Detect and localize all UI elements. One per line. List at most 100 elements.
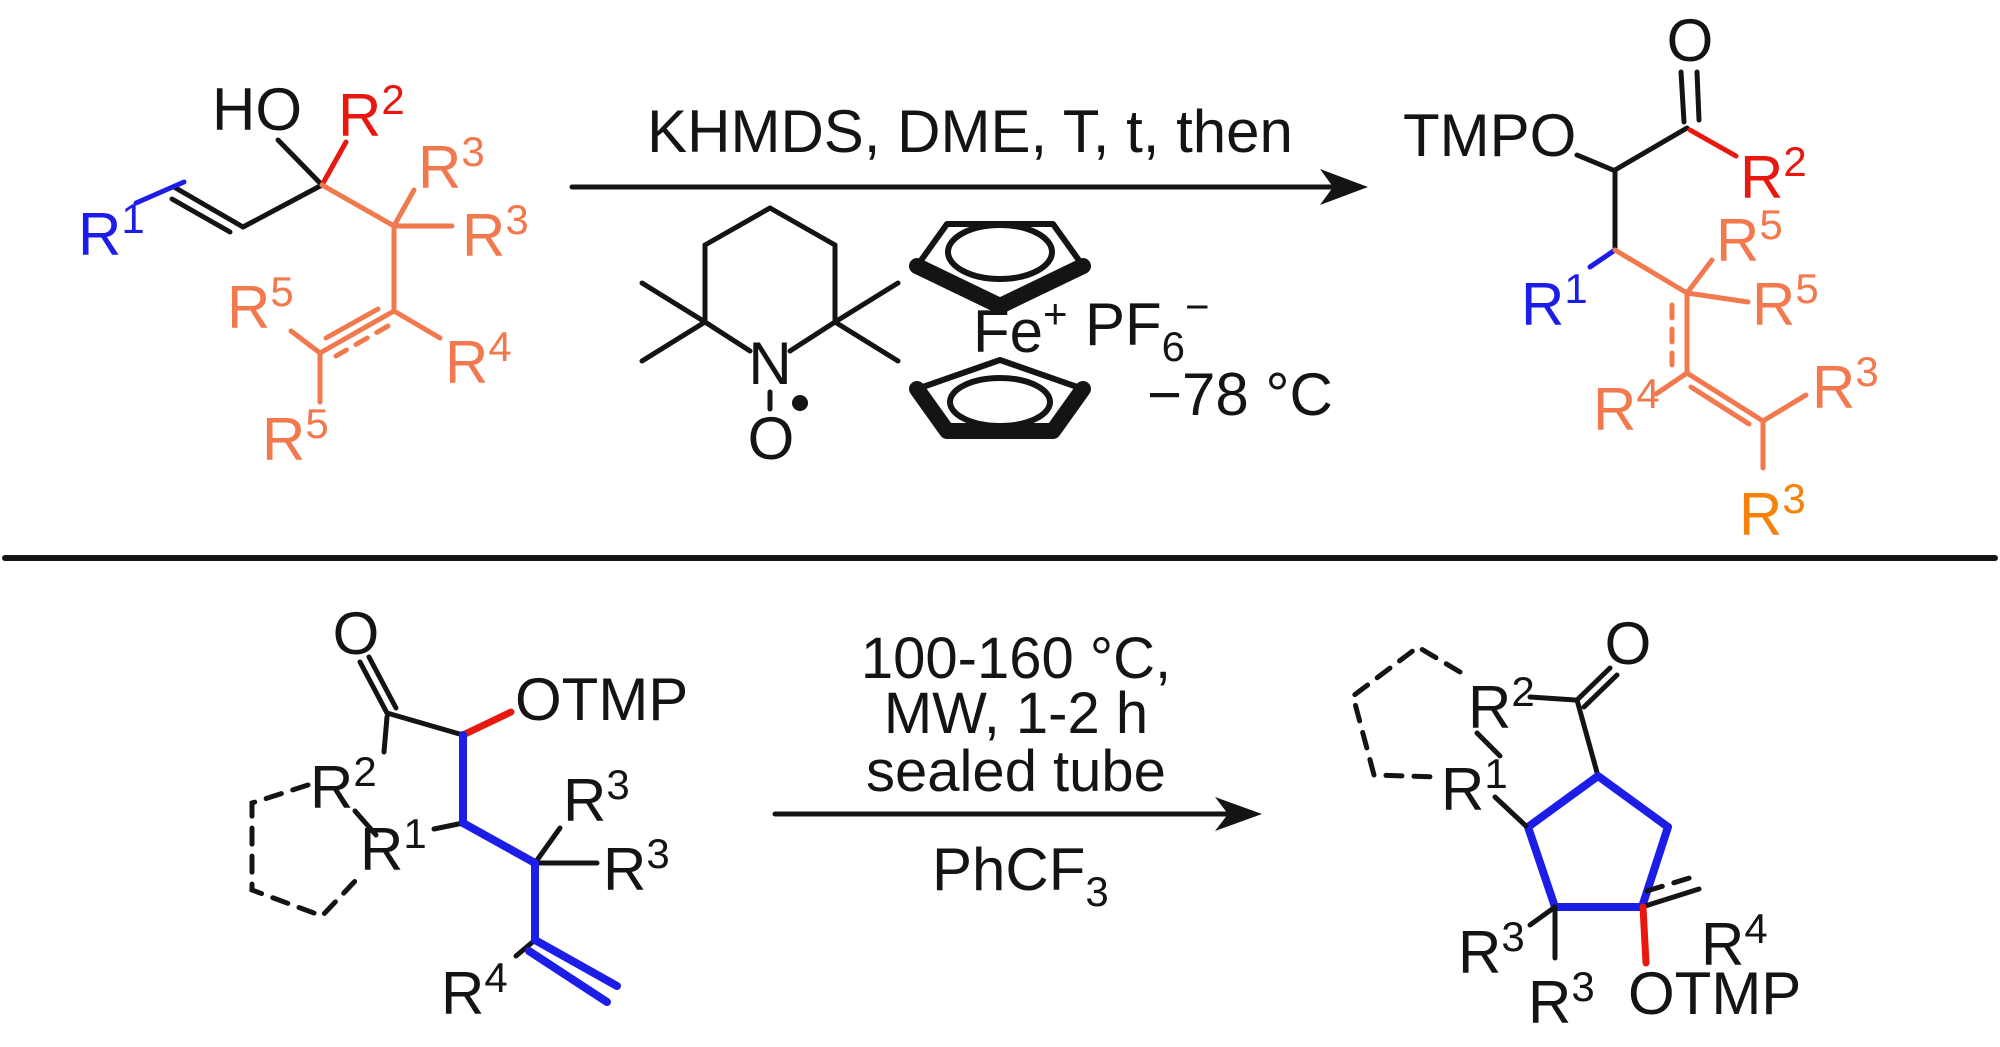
label-r1: R1 xyxy=(78,195,145,268)
label-r3: R3 xyxy=(603,830,670,903)
double-bond-line xyxy=(366,654,399,711)
label-r4: R4 xyxy=(1593,370,1660,443)
double-bond-line-blue xyxy=(525,947,611,1006)
double-bond-line xyxy=(169,196,233,235)
dashed-ring-segment xyxy=(352,808,379,838)
bond-red-r2 xyxy=(319,139,349,188)
label-r3: R3 xyxy=(1458,913,1525,986)
bond xyxy=(1612,125,1690,173)
fe-cation-label: Fe+ xyxy=(973,290,1068,365)
double-bond-line-blue xyxy=(531,936,621,990)
bond xyxy=(240,182,325,230)
dashed-ring xyxy=(249,782,361,919)
bond xyxy=(1574,697,1601,779)
reaction-arrow-bottom: 100-160 °C, MW, 1-2 h sealed tube PhCF3 xyxy=(772,626,1262,915)
reactant-allylic-alcohol: HO R2 R3 R3 R1 R5 R5 R4 xyxy=(78,76,529,473)
double-bond-line xyxy=(1574,665,1613,703)
cp-ring-top-ellipse xyxy=(945,222,1055,282)
ferrocenium-structure: Fe+ PF6− −78 °C xyxy=(909,221,1333,439)
bottom-scheme: O OTMP R2 R1 R3 R3 R4 xyxy=(249,600,1801,1036)
dashed-ring xyxy=(1350,643,1463,780)
dashed-bond xyxy=(333,323,391,359)
label-ho: HO xyxy=(212,76,302,143)
bond-red-r2 xyxy=(1687,127,1739,159)
condition-text: MW, 1-2 h xyxy=(884,681,1148,746)
label-otmp: OTMP xyxy=(515,666,688,733)
cyclopentane-ring-blue xyxy=(1524,772,1672,911)
arrow-head xyxy=(1215,797,1262,831)
bond xyxy=(1684,290,1751,305)
label-r5: R5 xyxy=(1716,201,1783,274)
bond xyxy=(767,205,838,248)
bond xyxy=(1492,794,1529,829)
o-atom-label: O xyxy=(748,405,795,472)
n-atom-label: N xyxy=(748,330,791,397)
dashed-ring-segment xyxy=(1474,730,1503,759)
label-r3: R3 xyxy=(1739,475,1806,548)
product-cyclopentane: O R2 R1 R3 R3 R4 OTMP xyxy=(1350,610,1801,1036)
arrow-head xyxy=(1320,169,1368,205)
label-r1: R1 xyxy=(1521,265,1588,338)
bond xyxy=(1527,694,1578,703)
tempo-structure: N O xyxy=(639,205,901,472)
label-r5: R5 xyxy=(1752,265,1819,338)
label-r5: R5 xyxy=(227,268,294,341)
bond xyxy=(275,137,325,188)
methyl-bond xyxy=(639,280,708,325)
bond xyxy=(1760,392,1809,424)
bond xyxy=(384,710,466,738)
label-r4: R4 xyxy=(441,954,508,1027)
methyl-bond xyxy=(832,280,901,325)
label-r3: R3 xyxy=(462,196,529,269)
reaction-arrow-top: KHMDS, DME, T, t, then xyxy=(569,98,1368,205)
double-bond-line xyxy=(171,184,246,230)
label-r2: R2 xyxy=(1740,138,1807,211)
bond-blue-r1 xyxy=(133,179,187,206)
label-r3: R3 xyxy=(418,128,485,201)
bond xyxy=(1612,247,1690,296)
label-r1: R1 xyxy=(1441,750,1508,823)
bond xyxy=(431,820,466,832)
radical-dot xyxy=(792,395,808,411)
cp-ring-top-wedge xyxy=(909,258,1091,314)
bond xyxy=(702,319,753,354)
bond xyxy=(702,205,773,248)
label-otmp: OTMP xyxy=(1628,960,1801,1027)
bond xyxy=(532,825,563,866)
double-bond-line xyxy=(357,659,390,716)
double-bond-line xyxy=(317,308,397,356)
bond-red-otmp xyxy=(459,708,515,739)
cp-ring-bottom-wedge xyxy=(909,381,1091,439)
bond xyxy=(1527,904,1558,928)
temperature-label: −78 °C xyxy=(1147,361,1333,428)
pf6-anion-label: PF6− xyxy=(1085,283,1210,370)
o-atom-label: O xyxy=(1667,7,1714,74)
bond xyxy=(1639,886,1702,910)
condition-text: 100-160 °C, xyxy=(861,626,1171,691)
bond xyxy=(381,714,390,755)
label-r3: R3 xyxy=(1528,963,1595,1036)
label-r5: R5 xyxy=(262,400,329,473)
condition-text: KHMDS, DME, T, t, then xyxy=(647,98,1293,165)
bond xyxy=(513,937,538,959)
reactant-otmp-ketone: O OTMP R2 R1 R3 R3 R4 xyxy=(249,600,688,1027)
label-r3: R3 xyxy=(563,761,630,834)
bond xyxy=(391,308,443,341)
label-r2: R2 xyxy=(1468,668,1535,741)
label-tmpo: TMPO xyxy=(1403,102,1576,169)
label-r1: R1 xyxy=(360,810,427,883)
bond xyxy=(1684,257,1715,296)
double-bond-line xyxy=(1694,69,1702,123)
label-r2: R2 xyxy=(310,748,377,821)
condition-text: sealed tube xyxy=(866,739,1166,804)
dashed-bond xyxy=(1644,873,1699,894)
bond-blue-r1 xyxy=(1587,247,1618,270)
methyl-bond xyxy=(832,319,901,364)
product-alpha-tmpo-ketone: O TMPO R2 R5 R5 R1 R4 R3 R3 xyxy=(1403,7,1879,548)
double-bond-line xyxy=(323,306,381,341)
double-bond-line xyxy=(1581,672,1620,710)
label-r2: R2 xyxy=(338,76,405,149)
bond-red-otmp xyxy=(1639,903,1650,967)
o-atom-label: O xyxy=(333,600,380,667)
